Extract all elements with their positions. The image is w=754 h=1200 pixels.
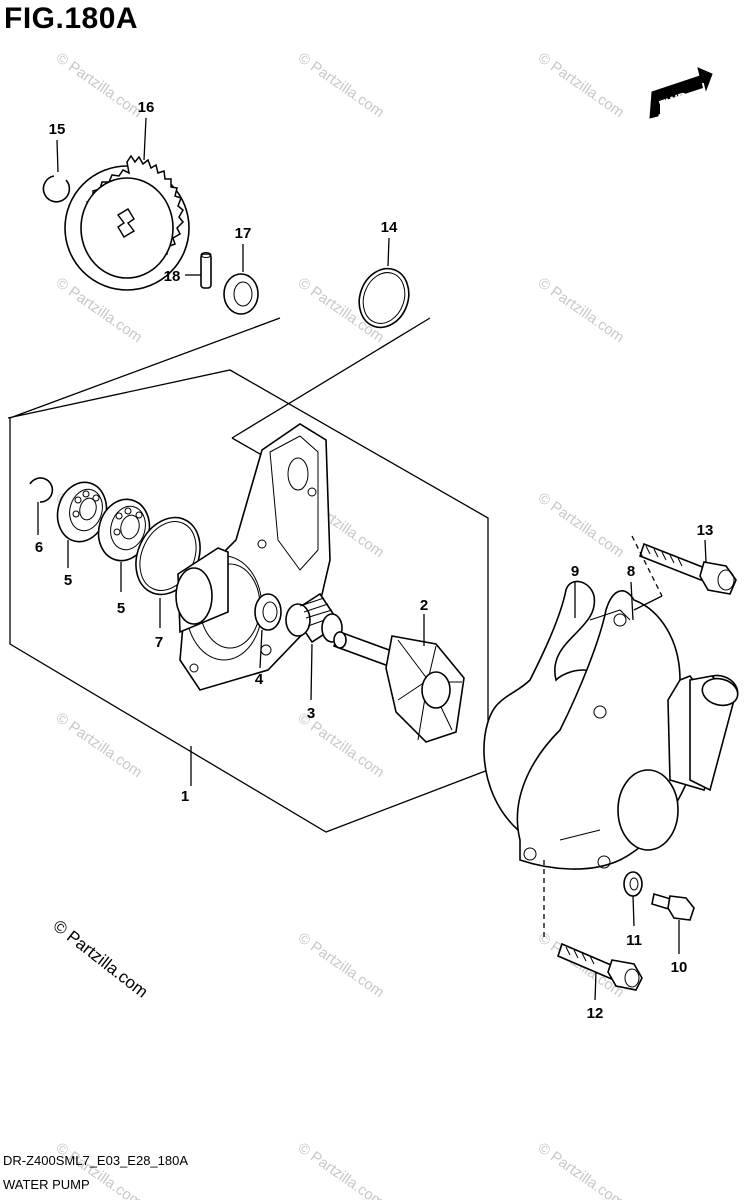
part-number: 1 — [181, 788, 189, 805]
part-6-circlip — [29, 477, 54, 503]
part-15-circlip — [42, 175, 71, 203]
part-number: 13 — [697, 522, 714, 539]
part-number: 18 — [164, 268, 181, 285]
part-number: 4 — [255, 671, 264, 688]
watermark: © Partzilla.com — [295, 929, 388, 1001]
part-number: 11 — [626, 932, 642, 949]
part-18-pin — [200, 252, 212, 289]
part-8-pump-cover — [516, 590, 739, 870]
part-16-sprocket — [64, 154, 190, 291]
figure-name: WATER PUMP — [3, 1177, 90, 1192]
part-11-washer — [623, 871, 643, 897]
watermark: © Partzilla.com — [295, 1139, 388, 1200]
watermark: © Partzilla.com — [53, 49, 146, 121]
part-4-seal — [254, 593, 282, 631]
part-10-bolt — [651, 892, 695, 921]
assembly-bracket — [7, 317, 489, 833]
part-number: 5 — [64, 572, 72, 589]
part-number-labels: 1 2 3 4 5 5 6 7 8 9 10 11 12 13 14 15 16… — [35, 99, 714, 1022]
watermark: © Partzilla.com — [53, 709, 146, 781]
part-number: 2 — [420, 597, 428, 614]
watermark: © Partzilla.com — [535, 49, 628, 121]
watermark: © Partzilla.com — [535, 489, 628, 561]
part-number: 8 — [627, 563, 635, 580]
part-number: 6 — [35, 539, 43, 556]
part-number: 3 — [307, 705, 315, 722]
part-number: 7 — [155, 634, 163, 651]
part-12-bolt — [557, 942, 643, 991]
figure-title: FIG.180A — [4, 2, 139, 35]
part-number: 12 — [587, 1005, 604, 1022]
part-number: 16 — [138, 99, 155, 116]
copyright-text: © Partzilla.com — [50, 916, 152, 1002]
part-14-o-ring — [358, 267, 410, 329]
part-17-washer — [223, 273, 259, 315]
fwd-badge: FWD — [649, 67, 713, 119]
part-13-bolt — [639, 542, 737, 595]
watermark: © Partzilla.com — [295, 49, 388, 121]
part-2-impeller — [332, 630, 465, 743]
part-number: 17 — [235, 225, 252, 242]
part-number: 10 — [671, 959, 688, 976]
part-number: 5 — [117, 600, 125, 617]
watermark: © Partzilla.com — [535, 1139, 628, 1200]
part-number: 15 — [49, 121, 66, 138]
watermark: © Partzilla.com — [535, 274, 628, 346]
figure-code: DR-Z400SML7_E03_E28_180A — [3, 1153, 189, 1168]
part-number: 14 — [381, 219, 398, 236]
part-number: 9 — [571, 563, 579, 580]
